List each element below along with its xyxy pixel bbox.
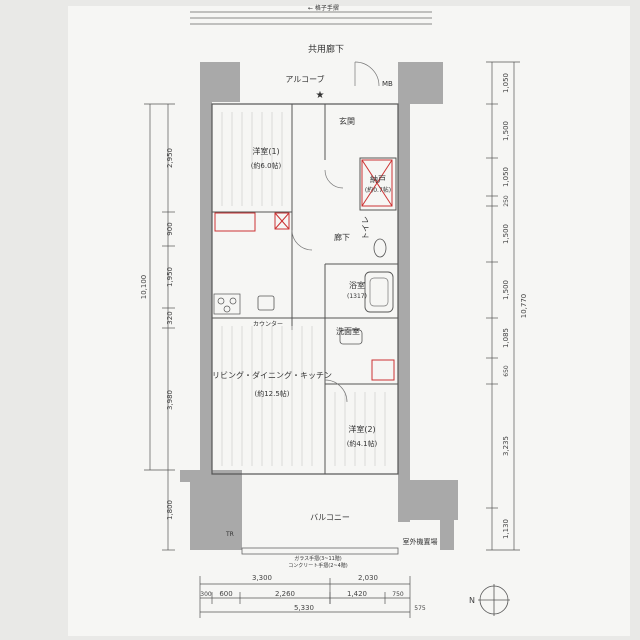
- bottom-dimensions: [199, 576, 411, 618]
- dim-left-1: 2,950: [166, 148, 174, 168]
- room-storage-size: (約0.7帖): [365, 186, 391, 194]
- room-western1-size: (約6.0帖): [251, 161, 282, 170]
- dim-bottom-5: 2,260: [275, 590, 295, 598]
- dim-right-3: 1,050: [502, 167, 510, 187]
- dim-right-4: 250: [503, 195, 510, 207]
- dim-left-6: 1,800: [166, 500, 174, 520]
- dim-bottom-2: 2,030: [358, 574, 378, 582]
- room-western1: 洋室(1): [252, 146, 279, 156]
- dim-bottom-1: 3,300: [252, 574, 272, 582]
- railing-note1: ガラス手摺(3~11階): [294, 555, 342, 562]
- room-western2-size: (約4.1帖): [347, 439, 378, 448]
- railing-note2: コンクリート手摺(2~4階): [288, 562, 348, 569]
- dim-left-2: 900: [166, 222, 174, 235]
- dim-bottom-6: 1,420: [347, 590, 367, 598]
- balcony-railing: ガラス手摺(3~11階) コンクリート手摺(2~4階): [241, 547, 399, 569]
- room-hallway: 廊下: [334, 232, 350, 242]
- room-bath: 浴室: [349, 280, 365, 290]
- toilet-icon: [373, 238, 387, 258]
- bottom-dimension-labels: 3,300 2,030 300 600 2,260 1,420 750 5,33…: [200, 574, 426, 612]
- dim-right-6: 1,500: [502, 280, 510, 300]
- left-dimensions: [144, 103, 175, 551]
- room-balcony: バルコニー: [310, 513, 350, 522]
- dim-right-2: 1,500: [502, 121, 510, 141]
- dim-left-3: 1,950: [166, 267, 174, 287]
- dim-right-5: 1,500: [502, 224, 510, 244]
- left-dimension-labels: 2,950 900 1,950 320 3,980 1,800 10,100: [140, 148, 174, 520]
- room-bath-size: (1317): [347, 293, 367, 300]
- top-railing: ← 格子手摺: [190, 4, 432, 25]
- dim-bottom-total: 5,330: [294, 604, 314, 612]
- dim-right-total: 10,770: [520, 294, 528, 319]
- compass: N: [469, 584, 510, 616]
- dim-right-8: 650: [503, 365, 510, 377]
- star-icon: ★: [316, 90, 325, 101]
- dim-right-7: 1,085: [502, 328, 510, 348]
- dim-bottom-4: 600: [219, 590, 232, 598]
- sink-icon: [257, 295, 275, 311]
- room-alcove: アルコーブ: [285, 74, 324, 84]
- dim-right-9: 3,235: [502, 436, 510, 456]
- stove-icon: [213, 293, 241, 315]
- dim-left-5: 3,980: [166, 390, 174, 410]
- dim-left-4: 320: [166, 311, 174, 324]
- right-dimensions: [486, 61, 520, 551]
- room-toilet: トイレ: [361, 216, 370, 240]
- room-mb: MB: [382, 80, 393, 88]
- room-ldk-size: (約12.5帖): [254, 389, 289, 398]
- railing-label: ← 格子手摺: [308, 4, 339, 12]
- dim-right-1: 1,050: [502, 73, 510, 93]
- right-dimension-labels: 1,050 1,500 1,050 250 1,500 1,500 1,085 …: [502, 73, 528, 539]
- room-storage: 納戸: [370, 174, 386, 184]
- room-washroom: 洗面室: [336, 326, 360, 336]
- bathtub: [364, 271, 394, 313]
- red-storage-marks: [214, 159, 395, 381]
- dim-right-10: 1,130: [502, 519, 510, 539]
- door-swings: [291, 61, 380, 403]
- dim-bottom-extra: 575: [414, 605, 426, 612]
- partitions: [212, 103, 398, 474]
- floor-hatching: [221, 112, 386, 466]
- room-ldk: リビング・ダイニング・キッチン: [212, 370, 332, 380]
- dim-bottom-3: 300: [200, 591, 212, 598]
- room-tr: TR: [225, 531, 234, 538]
- room-entrance: 玄関: [339, 116, 355, 126]
- exterior-walls: [180, 62, 458, 550]
- dim-left-total: 10,100: [140, 275, 148, 300]
- corridor-label: 共用廊下: [308, 43, 344, 55]
- compass-north: N: [469, 596, 475, 605]
- washbasin-icon: [339, 329, 363, 345]
- dim-bottom-7: 750: [392, 591, 404, 598]
- room-western2: 洋室(2): [348, 424, 375, 434]
- room-outdoor-unit: 室外機置場: [403, 537, 438, 546]
- kitchen-counter: カウンター: [253, 320, 283, 328]
